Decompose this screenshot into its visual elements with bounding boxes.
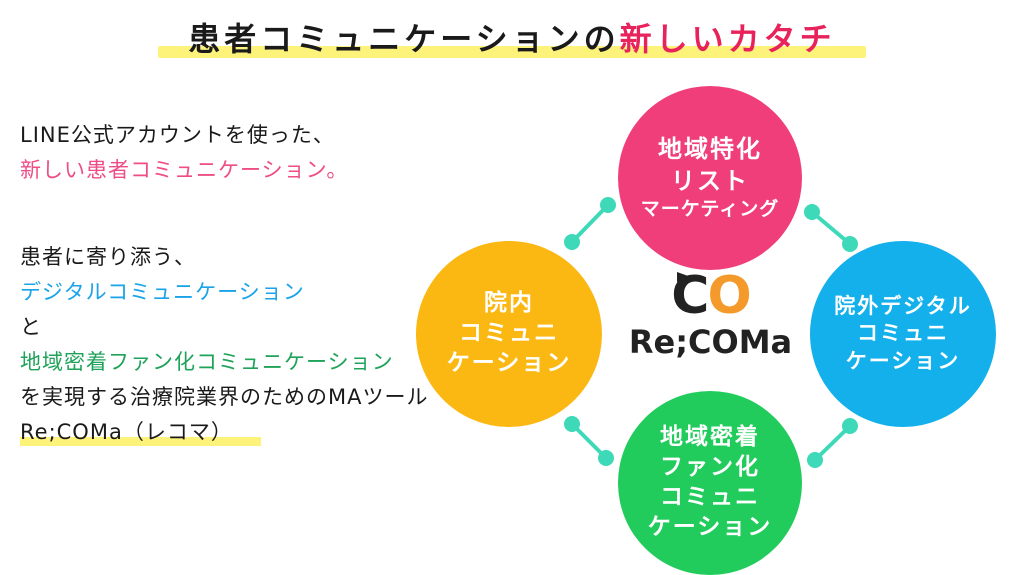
logo-mark: CO	[671, 266, 751, 326]
connector-dot	[807, 452, 823, 468]
intro-line-6: 地域密着ファン化コミュニケーション	[20, 350, 394, 374]
circle-bottom-line-2: ファン化	[660, 454, 760, 481]
circle-top-line-2: リスト	[671, 166, 749, 195]
circle-community-fan-communication: 地域密着 ファン化 コミュニ ケーション	[618, 391, 802, 575]
connector-dot	[564, 234, 580, 250]
intro-line-2: 新しい患者コミュニケーション。	[20, 158, 349, 182]
circle-left-line-1: 院内	[484, 290, 534, 317]
connector-dot	[598, 450, 614, 466]
connector-top-right	[810, 210, 852, 246]
connector-dot	[842, 418, 858, 434]
circle-top-line-3: マーケティング	[640, 197, 780, 220]
intro-line-3: 患者に寄り添う、	[20, 245, 196, 269]
connector-dot	[600, 197, 616, 213]
circle-bottom-line-3: コミュニ	[660, 484, 760, 510]
intro-line-7: を実現する治療院業界のためのMAツール	[20, 385, 429, 409]
title-accent: 新しいカタチ	[619, 20, 836, 58]
circle-regional-list-marketing: 地域特化 リスト マーケティング	[618, 86, 802, 270]
circle-right-line-3: ケーション	[845, 348, 961, 373]
title-banner: 患者コミュニケーションの新しいカタチ	[0, 14, 1024, 60]
intro-line-5: と	[20, 315, 42, 339]
circle-left-line-2: コミュニ	[459, 320, 559, 347]
logo-name: Re;COMa	[628, 323, 793, 361]
circle-in-clinic-communication: 院内 コミュニ ケーション	[416, 241, 602, 427]
circle-bottom-line-4: ケーション	[647, 513, 773, 540]
connector-top-left	[570, 203, 610, 244]
intro-text: LINE公式アカウントを使った、 新しい患者コミュニケーション。 患者に寄り添う…	[20, 118, 490, 450]
intro-line-4: デジタルコミュニケーション	[20, 280, 305, 304]
title-main: 患者コミュニケーションの	[188, 20, 620, 58]
circle-bottom-line-1: 地域密着	[660, 424, 760, 451]
circle-right-line-2: コミュニ	[857, 321, 949, 346]
connector-dot	[842, 236, 858, 252]
circle-digital-communication: 院外デジタル コミュニ ケーション	[810, 241, 996, 427]
connector-dot	[804, 204, 820, 220]
circle-top-line-1: 地域特化	[658, 135, 762, 164]
connector-bottom-right	[813, 424, 852, 462]
connector-dot	[564, 416, 580, 432]
circle-left-line-3: ケーション	[446, 349, 572, 376]
circle-right-line-1: 院外デジタル	[834, 294, 972, 319]
connector-bottom-left	[570, 422, 608, 460]
logo-arrow-icon	[677, 272, 691, 282]
intro-line-1: LINE公式アカウントを使った、	[20, 123, 335, 147]
recoma-logo: CO Re;COMa	[623, 268, 798, 363]
intro-line-8: Re;COMa（レコマ）	[20, 415, 261, 450]
page-title: 患者コミュニケーションの新しいカタチ	[158, 14, 867, 60]
